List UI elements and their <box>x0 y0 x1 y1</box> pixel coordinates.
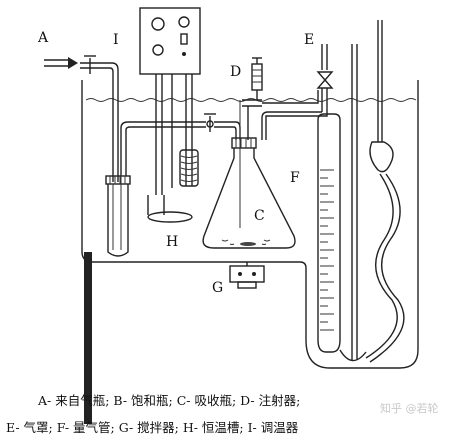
gas-hood <box>261 44 334 140</box>
watermark: 知乎 @若轮 <box>380 401 439 415</box>
label-g: G <box>212 280 223 296</box>
magnetic-stirrer <box>229 262 265 289</box>
bath-support <box>84 252 92 424</box>
thermostatic-bath <box>81 80 419 424</box>
syringe <box>242 57 319 140</box>
label-a: A <box>37 30 49 46</box>
label-f: F <box>290 170 300 186</box>
bottle-b-stopper <box>105 175 131 185</box>
leveling-bulb <box>365 20 405 363</box>
bottle-c-stopper <box>231 137 257 149</box>
gas-inlet <box>44 55 119 182</box>
switch-icon <box>180 33 188 45</box>
label-d: D <box>230 64 241 80</box>
water-line <box>85 98 417 102</box>
valve-b-c <box>204 113 241 140</box>
absorption-bottle <box>202 100 296 249</box>
label-e: E <box>304 32 314 48</box>
dial-icon <box>178 16 190 28</box>
dial-icon <box>151 17 165 31</box>
hood-valve-icon <box>316 71 334 82</box>
legend-line-2: E- 气罩; F- 量气管; G- 搅拌器; H- 恒温槽; I- 调温器 <box>6 420 299 435</box>
label-i: I <box>113 32 119 48</box>
saturation-bottle <box>105 121 206 257</box>
temperature-regulator <box>139 7 201 223</box>
gas-measuring-tube <box>317 44 367 362</box>
label-c: C <box>254 208 265 224</box>
dial-icon <box>152 44 164 56</box>
label-h: H <box>166 234 178 250</box>
legend-line-1: A- 来自气瓶; B- 饱和瓶; C- 吸收瓶; D- 注射器; <box>37 393 300 408</box>
inlet-arrow-icon <box>68 57 78 69</box>
